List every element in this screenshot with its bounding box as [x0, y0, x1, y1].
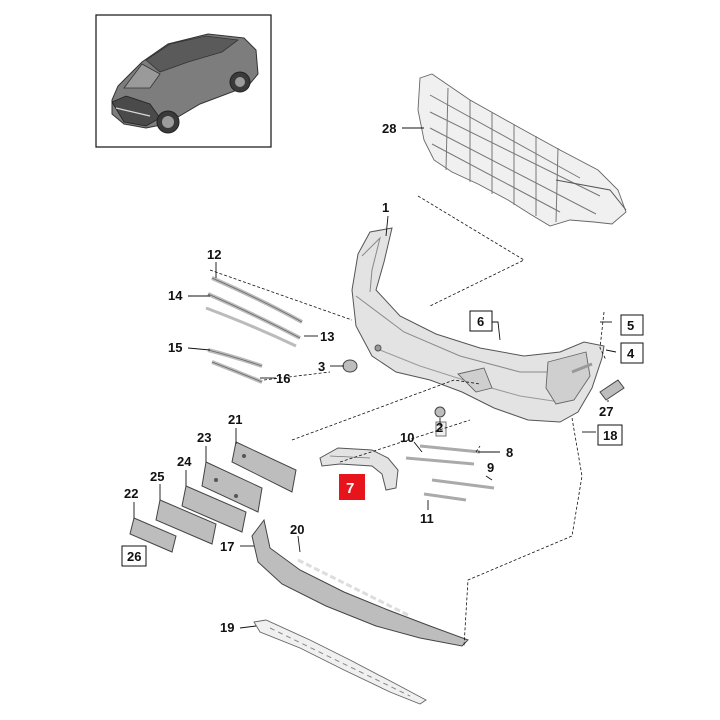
vehicle-thumbnail [95, 14, 272, 148]
part-label-12: 12 [207, 247, 221, 262]
bumper-cover-part [351, 227, 605, 423]
part-label-9: 9 [487, 460, 494, 475]
trim-strips-lower [207, 348, 263, 384]
clip-part [342, 359, 358, 373]
highlighted-bracket-part [319, 447, 399, 491]
part-label-2: 2 [436, 420, 443, 435]
part-label-18: 18 [603, 428, 617, 443]
small-trim-pieces [405, 406, 495, 502]
part-label-13: 13 [320, 329, 334, 344]
part-label-26: 26 [127, 549, 141, 564]
part-label-6: 6 [477, 314, 484, 329]
part-label-16: 16 [276, 371, 290, 386]
part-label-25: 25 [150, 469, 164, 484]
part-label-8: 8 [506, 445, 513, 460]
grille-carrier-part [417, 73, 627, 227]
part-label-4: 4 [627, 346, 635, 361]
reference-lines [209, 195, 607, 647]
trim-strips-upper [205, 276, 303, 348]
part-label-23: 23 [197, 430, 211, 445]
part-label-15: 15 [168, 340, 182, 355]
highlight-box [339, 474, 365, 500]
part-label-14: 14 [168, 288, 183, 303]
lower-spoiler-part [251, 518, 469, 647]
part-label-1: 1 [382, 200, 389, 215]
part-label-17: 17 [220, 539, 234, 554]
mounting-brackets [129, 441, 297, 553]
part-label-27: 27 [599, 404, 613, 419]
boxed-callouts [121, 310, 644, 567]
lower-strip-part [253, 619, 427, 705]
part-label-24: 24 [177, 454, 192, 469]
part-label-5: 5 [627, 318, 634, 333]
part-label-22: 22 [124, 486, 138, 501]
part-label-3: 3 [318, 359, 325, 374]
part-label-20: 20 [290, 522, 304, 537]
part-label-21: 21 [228, 412, 242, 427]
part-label-28: 28 [382, 121, 396, 136]
part-label-7: 7 [346, 480, 354, 497]
part-label-10: 10 [400, 430, 414, 445]
part-label-19: 19 [220, 620, 234, 635]
reflector-part [571, 362, 625, 401]
part-label-11: 11 [420, 511, 434, 526]
